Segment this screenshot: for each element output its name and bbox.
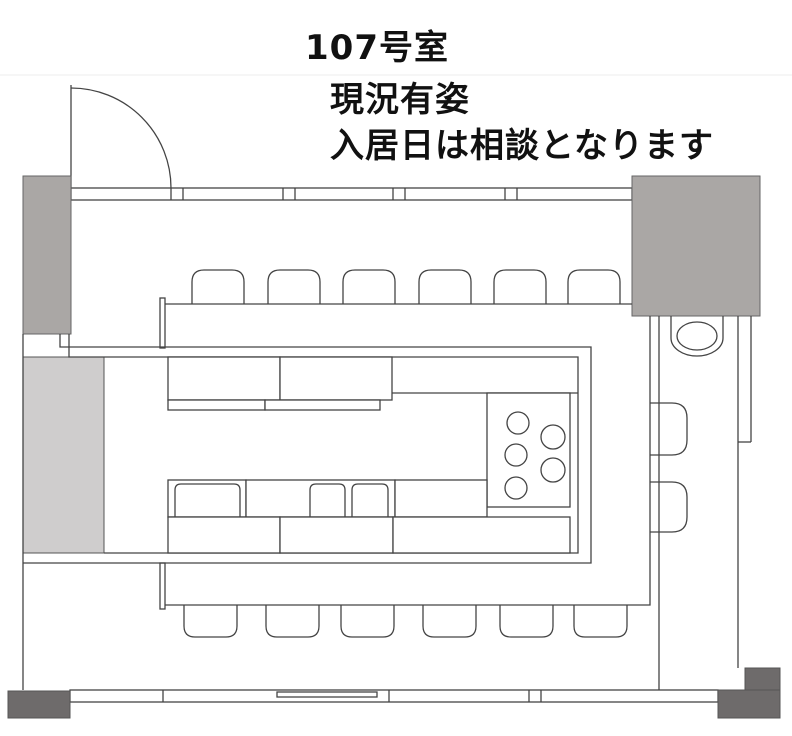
toilet-icon bbox=[670, 316, 724, 357]
entrance-door bbox=[70, 85, 172, 189]
storage-panel bbox=[22, 356, 105, 554]
room-number: 107号室 bbox=[305, 28, 449, 68]
condition-note: 現況有姿 bbox=[330, 80, 470, 120]
bottom-wall bbox=[69, 689, 719, 703]
stools-right bbox=[650, 402, 688, 533]
move-in-note: 入居日は相談となります bbox=[330, 126, 714, 166]
top-wall bbox=[70, 187, 633, 201]
stove-burners-icon bbox=[504, 411, 566, 500]
stools-bottom bbox=[183, 605, 628, 638]
pillar-top-left bbox=[22, 175, 72, 335]
stools-top bbox=[191, 269, 621, 304]
kitchen-cabinets bbox=[167, 356, 578, 554]
counter bbox=[23, 297, 651, 610]
pillar-bottom-right bbox=[717, 689, 781, 719]
pillar-bottom-right-upper bbox=[744, 667, 781, 691]
pillar-bottom-left bbox=[7, 690, 71, 719]
pillar-top-right bbox=[631, 175, 761, 317]
